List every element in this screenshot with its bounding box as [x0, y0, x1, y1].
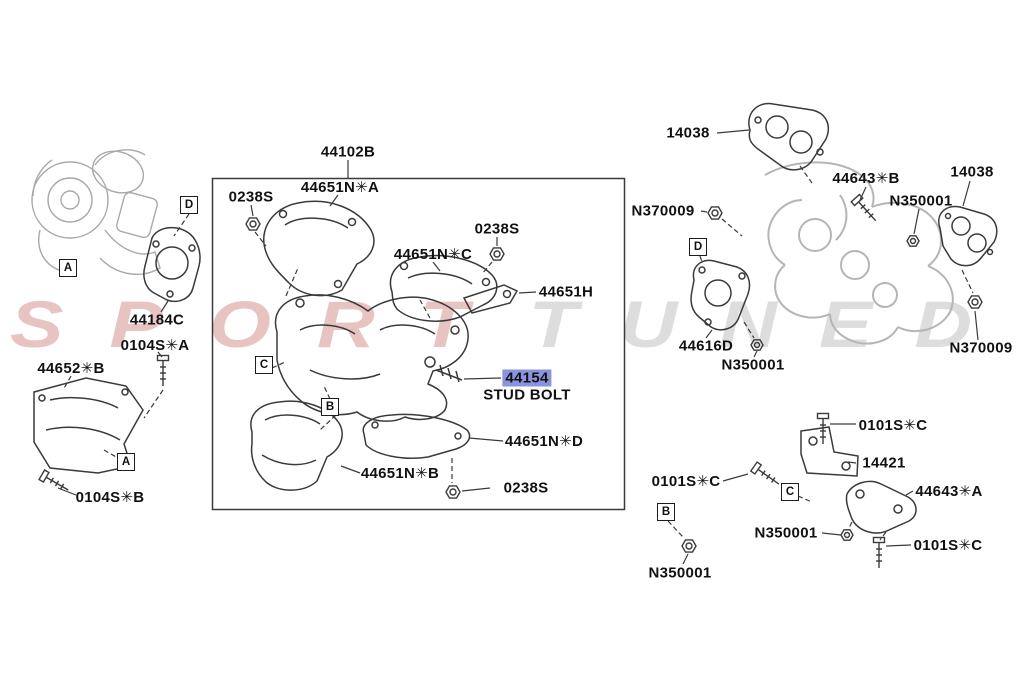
bracket-44643a-drawing	[845, 480, 917, 534]
callout-box-d-right: D	[689, 238, 707, 256]
part-label-n350001-topright[interactable]: N350001	[889, 192, 953, 210]
part-label-n370009-right[interactable]: N370009	[949, 339, 1013, 357]
part-label-n350001-bottomright[interactable]: N350001	[754, 524, 818, 542]
callout-box-a-top: A	[59, 259, 77, 277]
bolt-0101sc-left	[750, 461, 783, 490]
parts-group-box	[211, 177, 626, 511]
nut-0238s-2	[489, 247, 505, 261]
turbocharger-drawing	[31, 149, 161, 275]
callout-box-c-center: C	[255, 356, 273, 374]
part-label-0238s-1[interactable]: 0238S	[228, 188, 274, 206]
part-label-0104sa[interactable]: 0104S✳A	[120, 337, 190, 354]
bolt-0101sc-bottom	[872, 536, 886, 569]
callout-box-b-right: B	[657, 503, 675, 521]
nut-0238s-3	[445, 485, 461, 499]
callout-box-d-left: D	[180, 196, 198, 214]
nut-n370009-right	[967, 295, 983, 309]
part-label-44154-highlighted[interactable]: 44154	[502, 369, 552, 387]
part-label-44651h[interactable]: 44651H	[538, 283, 594, 301]
heatshield-44651nb-drawing	[250, 400, 343, 491]
heatshield-44651na-drawing	[263, 200, 375, 297]
part-label-44102b[interactable]: 44102B	[320, 143, 376, 161]
part-label-44651nb[interactable]: 44651N✳B	[360, 465, 440, 482]
part-label-n350001-bottomleft[interactable]: N350001	[648, 564, 712, 582]
dashed-assembly-lines	[62, 165, 974, 541]
gasket-14038-right-drawing	[938, 205, 998, 267]
callout-box-a-bottom: A	[117, 453, 135, 471]
gasket-44616d-drawing	[690, 259, 751, 331]
part-label-0238s-3[interactable]: 0238S	[503, 479, 549, 497]
stud-bolt-44154-drawing	[435, 364, 463, 383]
gasket-14038-top-drawing	[748, 102, 830, 171]
part-label-44651na[interactable]: 44651N✳A	[300, 179, 380, 196]
leader-lines	[57, 129, 979, 565]
part-label-0101sc-left[interactable]: 0101S✳C	[651, 473, 721, 490]
stud-44643b-drawing	[850, 193, 881, 226]
part-label-0101sc-top[interactable]: 0101S✳C	[858, 417, 928, 434]
part-label-44651nd[interactable]: 44651N✳D	[504, 433, 584, 450]
gasket-44184c-drawing	[143, 226, 201, 303]
part-label-0104sb[interactable]: 0104S✳B	[75, 489, 145, 506]
part-label-14421[interactable]: 14421	[862, 454, 906, 472]
nut-n350001-bottomright	[840, 529, 854, 541]
part-label-0238s-2[interactable]: 0238S	[474, 220, 520, 238]
bracket-44651h-drawing	[462, 284, 519, 314]
nut-n350001-mid	[750, 339, 764, 351]
exhaust-manifold-drawing	[764, 161, 954, 345]
nut-0238s-1	[245, 217, 261, 231]
part-caption-stud-bolt: STUD BOLT	[483, 386, 571, 404]
part-label-44616d[interactable]: 44616D	[678, 337, 734, 355]
nut-n350001-topright	[906, 235, 920, 247]
bracket-14421-drawing	[800, 426, 859, 477]
part-label-14038-top[interactable]: 14038	[666, 124, 710, 142]
bolt-0104sa-drawing	[156, 354, 170, 387]
part-label-0101sc-bottom[interactable]: 0101S✳C	[913, 537, 983, 554]
part-label-n350001-mid[interactable]: N350001	[721, 356, 785, 374]
part-label-44651nc[interactable]: 44651N✳C	[393, 246, 473, 263]
part-label-44643b[interactable]: 44643✳B	[832, 170, 900, 187]
part-label-14038-right[interactable]: 14038	[950, 163, 994, 181]
nut-n350001-bottomleft	[681, 539, 697, 553]
heatshield-44651nc-drawing	[389, 254, 498, 322]
callout-box-c-right: C	[781, 483, 799, 501]
part-label-44184c[interactable]: 44184C	[129, 311, 185, 329]
part-label-44643a[interactable]: 44643✳A	[915, 483, 983, 500]
part-label-44652b[interactable]: 44652✳B	[37, 360, 105, 377]
heatshield-44651nd-drawing	[362, 413, 471, 460]
nut-n370009-left	[707, 206, 723, 220]
part-label-n370009-left[interactable]: N370009	[631, 202, 695, 220]
callout-box-b-center: B	[321, 398, 339, 416]
